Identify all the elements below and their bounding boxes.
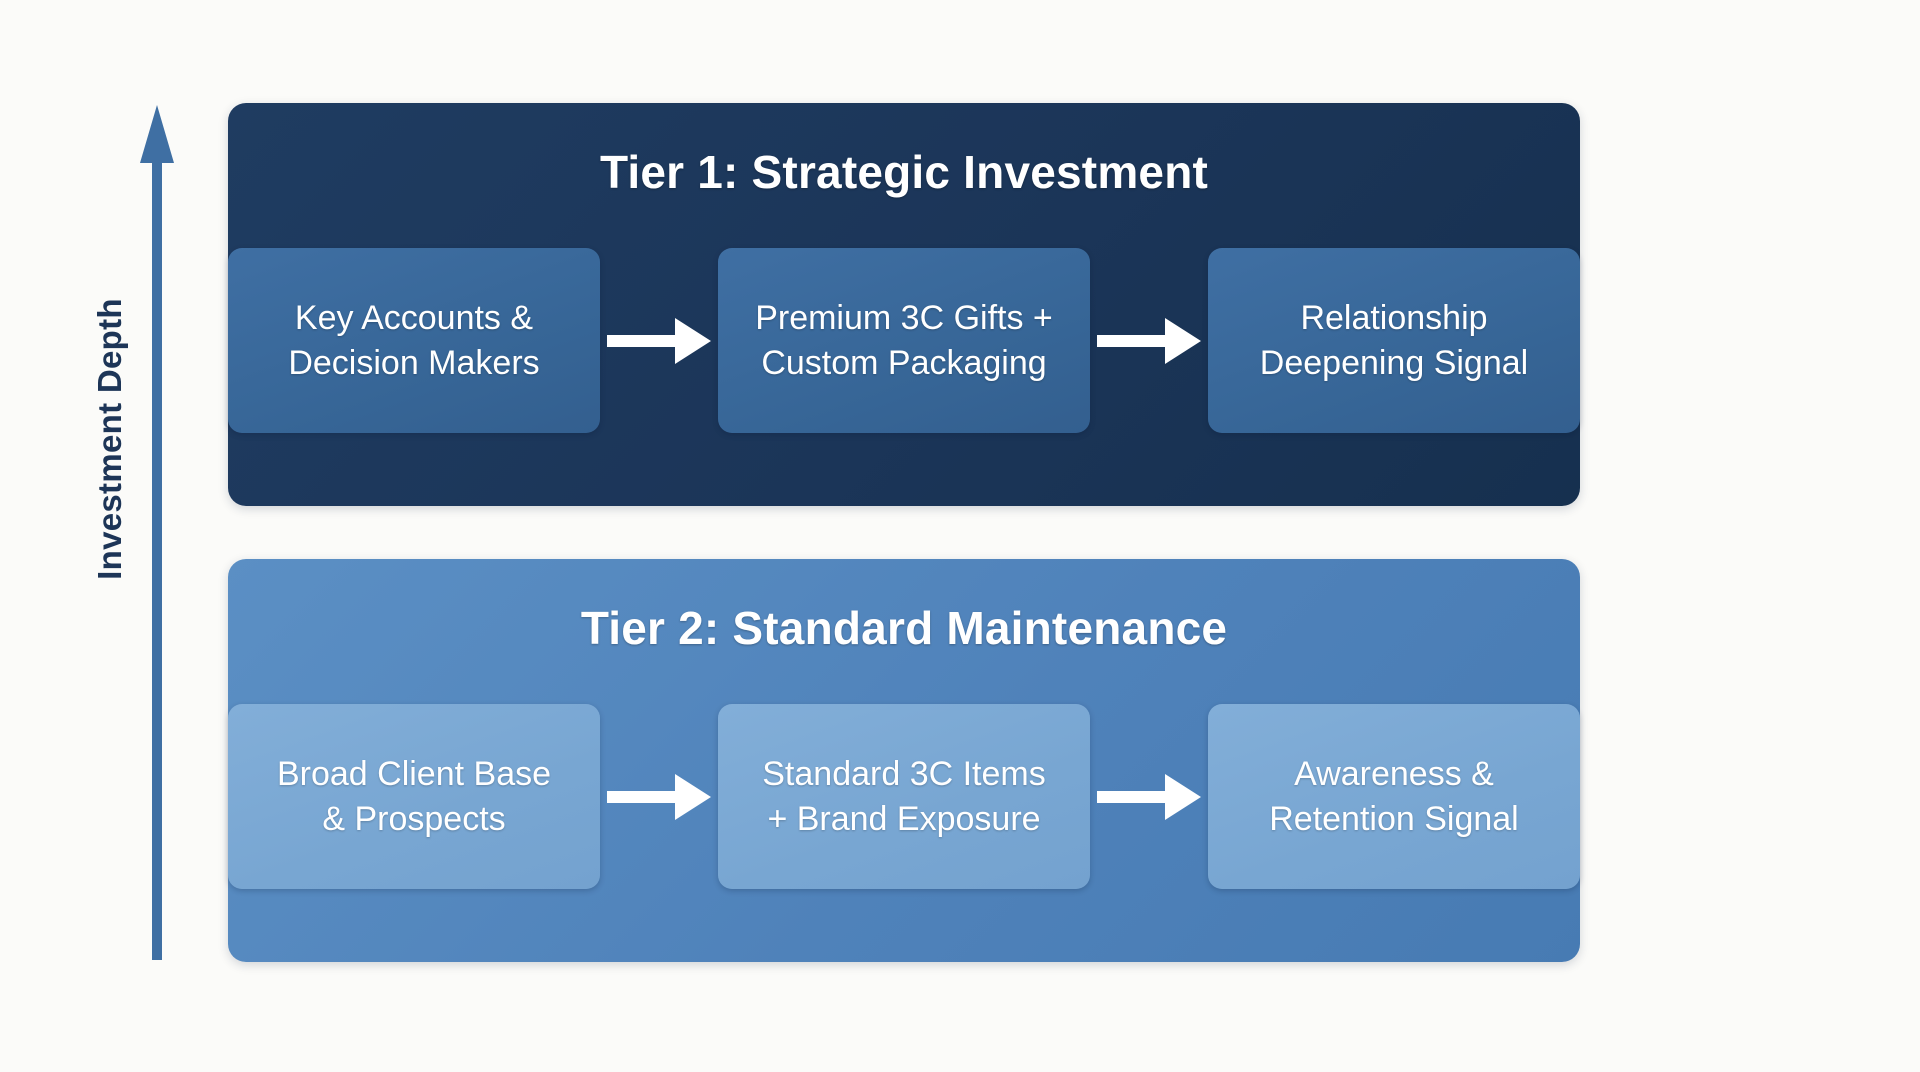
right-arrow-icon [1090,767,1208,827]
tier-2-title: Tier 2: Standard Maintenance [580,602,1228,654]
tier-2-panel: Tier 2: Standard Maintenance Broad Clien… [228,559,1580,962]
card-line-2: Decision Makers [288,343,540,382]
card-line-2: Retention Signal [1269,799,1519,838]
tier-2-card-audience[interactable]: Broad Client Base & Prospects [228,704,600,889]
tier-1-card-audience[interactable]: Key Accounts & Decision Makers [228,248,600,433]
card-line-2: Custom Packaging [761,343,1047,382]
axis-label-investment-depth: Investment Depth [91,298,128,580]
card-line-1: Premium 3C Gifts + [755,298,1053,337]
tier-2-flow-row: Broad Client Base & Prospects Standard 3… [228,704,1580,889]
tier-1-flow-row: Key Accounts & Decision Makers Premium 3… [228,248,1580,433]
right-arrow-icon [600,311,718,371]
tier-1-title: Tier 1: Strategic Investment [599,146,1209,198]
right-arrow-icon [600,767,718,827]
right-arrow-icon [1090,311,1208,371]
card-line-1: Broad Client Base [276,754,552,793]
card-line-2: & Prospects [322,799,506,838]
tier-2-card-offering[interactable]: Standard 3C Items + Brand Exposure [718,704,1090,889]
up-arrow-icon [140,105,174,960]
card-line-1: Awareness & [1294,754,1494,793]
card-line-2: + Brand Exposure [767,799,1041,838]
card-line-2: Deepening Signal [1259,343,1529,382]
investment-depth-axis: Investment Depth [0,0,220,1072]
tier-1-panel: Tier 1: Strategic Investment Key Account… [228,103,1580,506]
tier-2-card-outcome[interactable]: Awareness & Retention Signal [1208,704,1580,889]
card-line-1: Relationship [1300,298,1488,337]
tier-1-card-offering[interactable]: Premium 3C Gifts + Custom Packaging [718,248,1090,433]
card-line-1: Standard 3C Items [762,754,1046,793]
tier-1-card-outcome[interactable]: Relationship Deepening Signal [1208,248,1580,433]
card-line-1: Key Accounts & [294,298,534,337]
